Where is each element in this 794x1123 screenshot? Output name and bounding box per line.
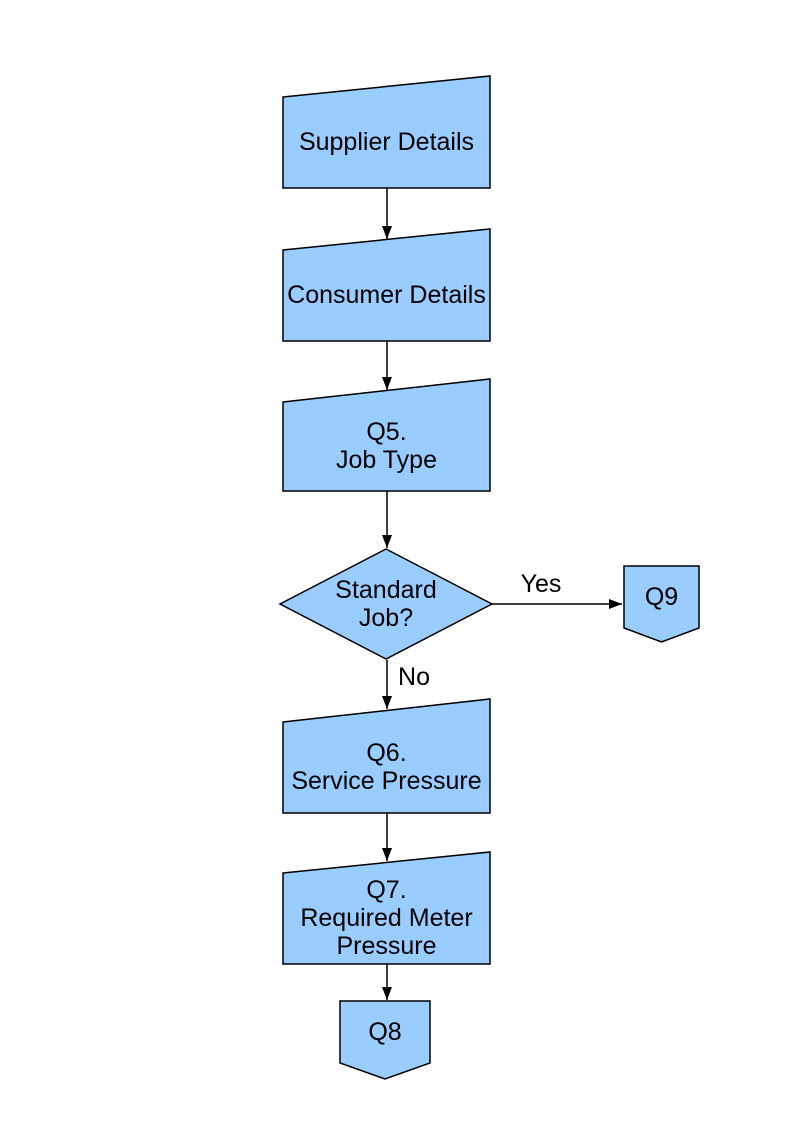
node-consumer-details-shape <box>282 228 491 342</box>
node-q7-required-meter-pressure-shape <box>282 851 491 965</box>
node-q9-connector-shape <box>623 565 700 643</box>
node-q5-job-type-shape <box>282 378 491 492</box>
node-standard-job-decision-shape <box>278 548 494 660</box>
node-q6-service-pressure-shape <box>282 698 491 814</box>
node-q8-connector-shape <box>339 1000 431 1080</box>
node-supplier-details-shape <box>282 75 491 189</box>
